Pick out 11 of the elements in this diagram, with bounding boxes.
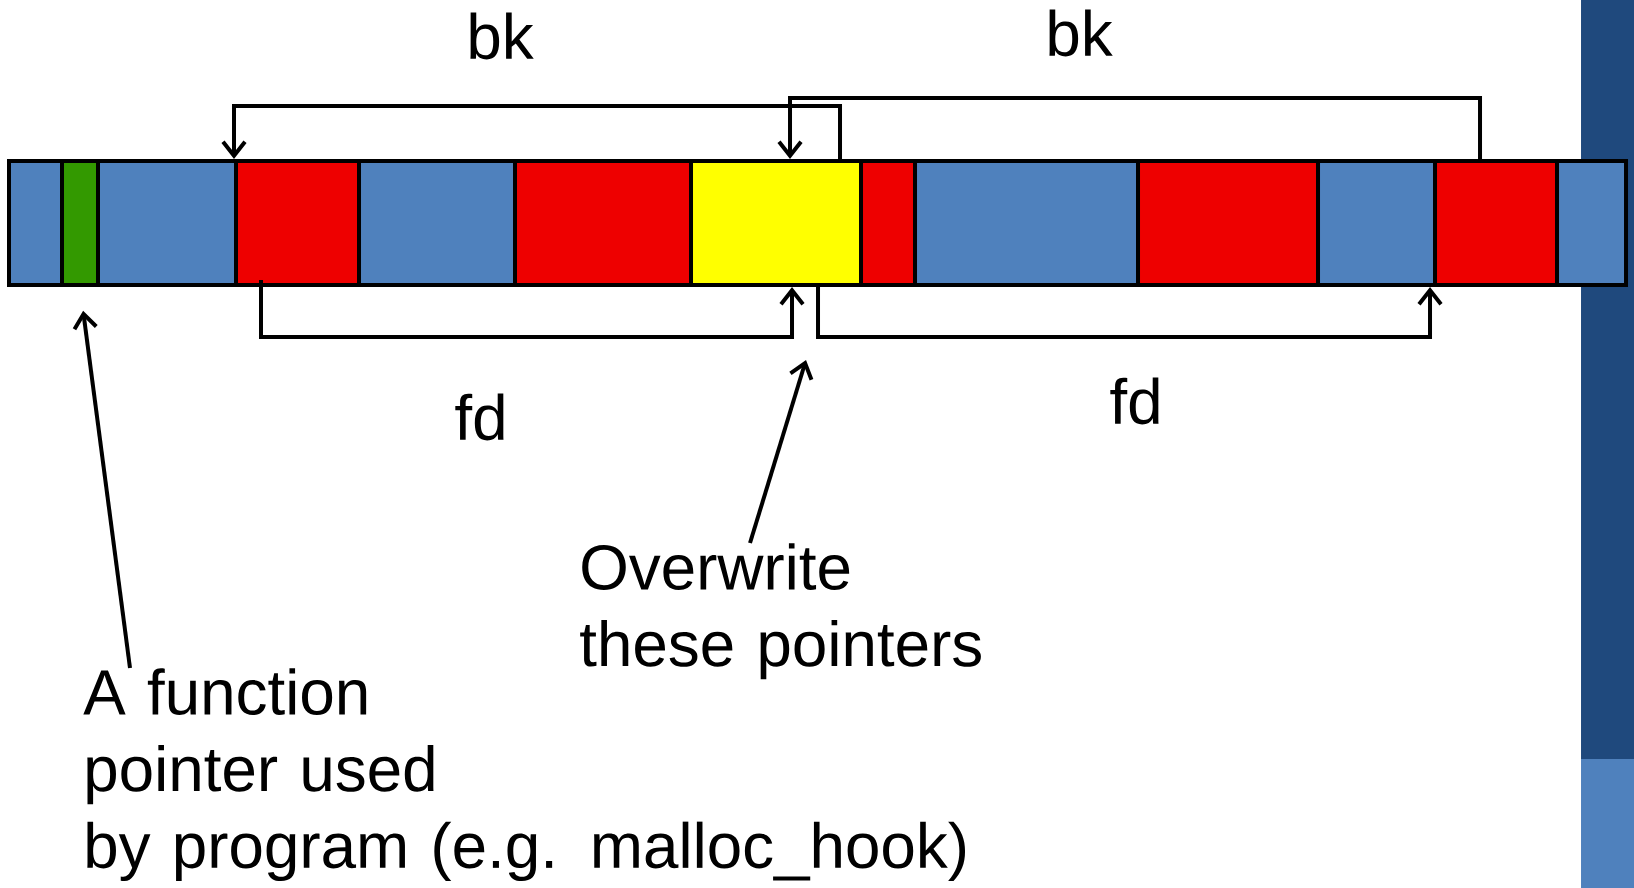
edge-label: fd bbox=[455, 393, 504, 441]
arrow bbox=[221, 104, 842, 159]
arrow bbox=[816, 287, 1443, 339]
edge-label: bk bbox=[470, 12, 534, 60]
edge-label: bk bbox=[1049, 9, 1113, 57]
edge-label: fd bbox=[1110, 377, 1159, 425]
callout-text: Overwrite these pointers bbox=[580, 543, 981, 680]
leader-line bbox=[748, 360, 814, 544]
arrow bbox=[259, 280, 805, 339]
arrow bbox=[777, 96, 1482, 159]
leader-line bbox=[72, 310, 132, 669]
